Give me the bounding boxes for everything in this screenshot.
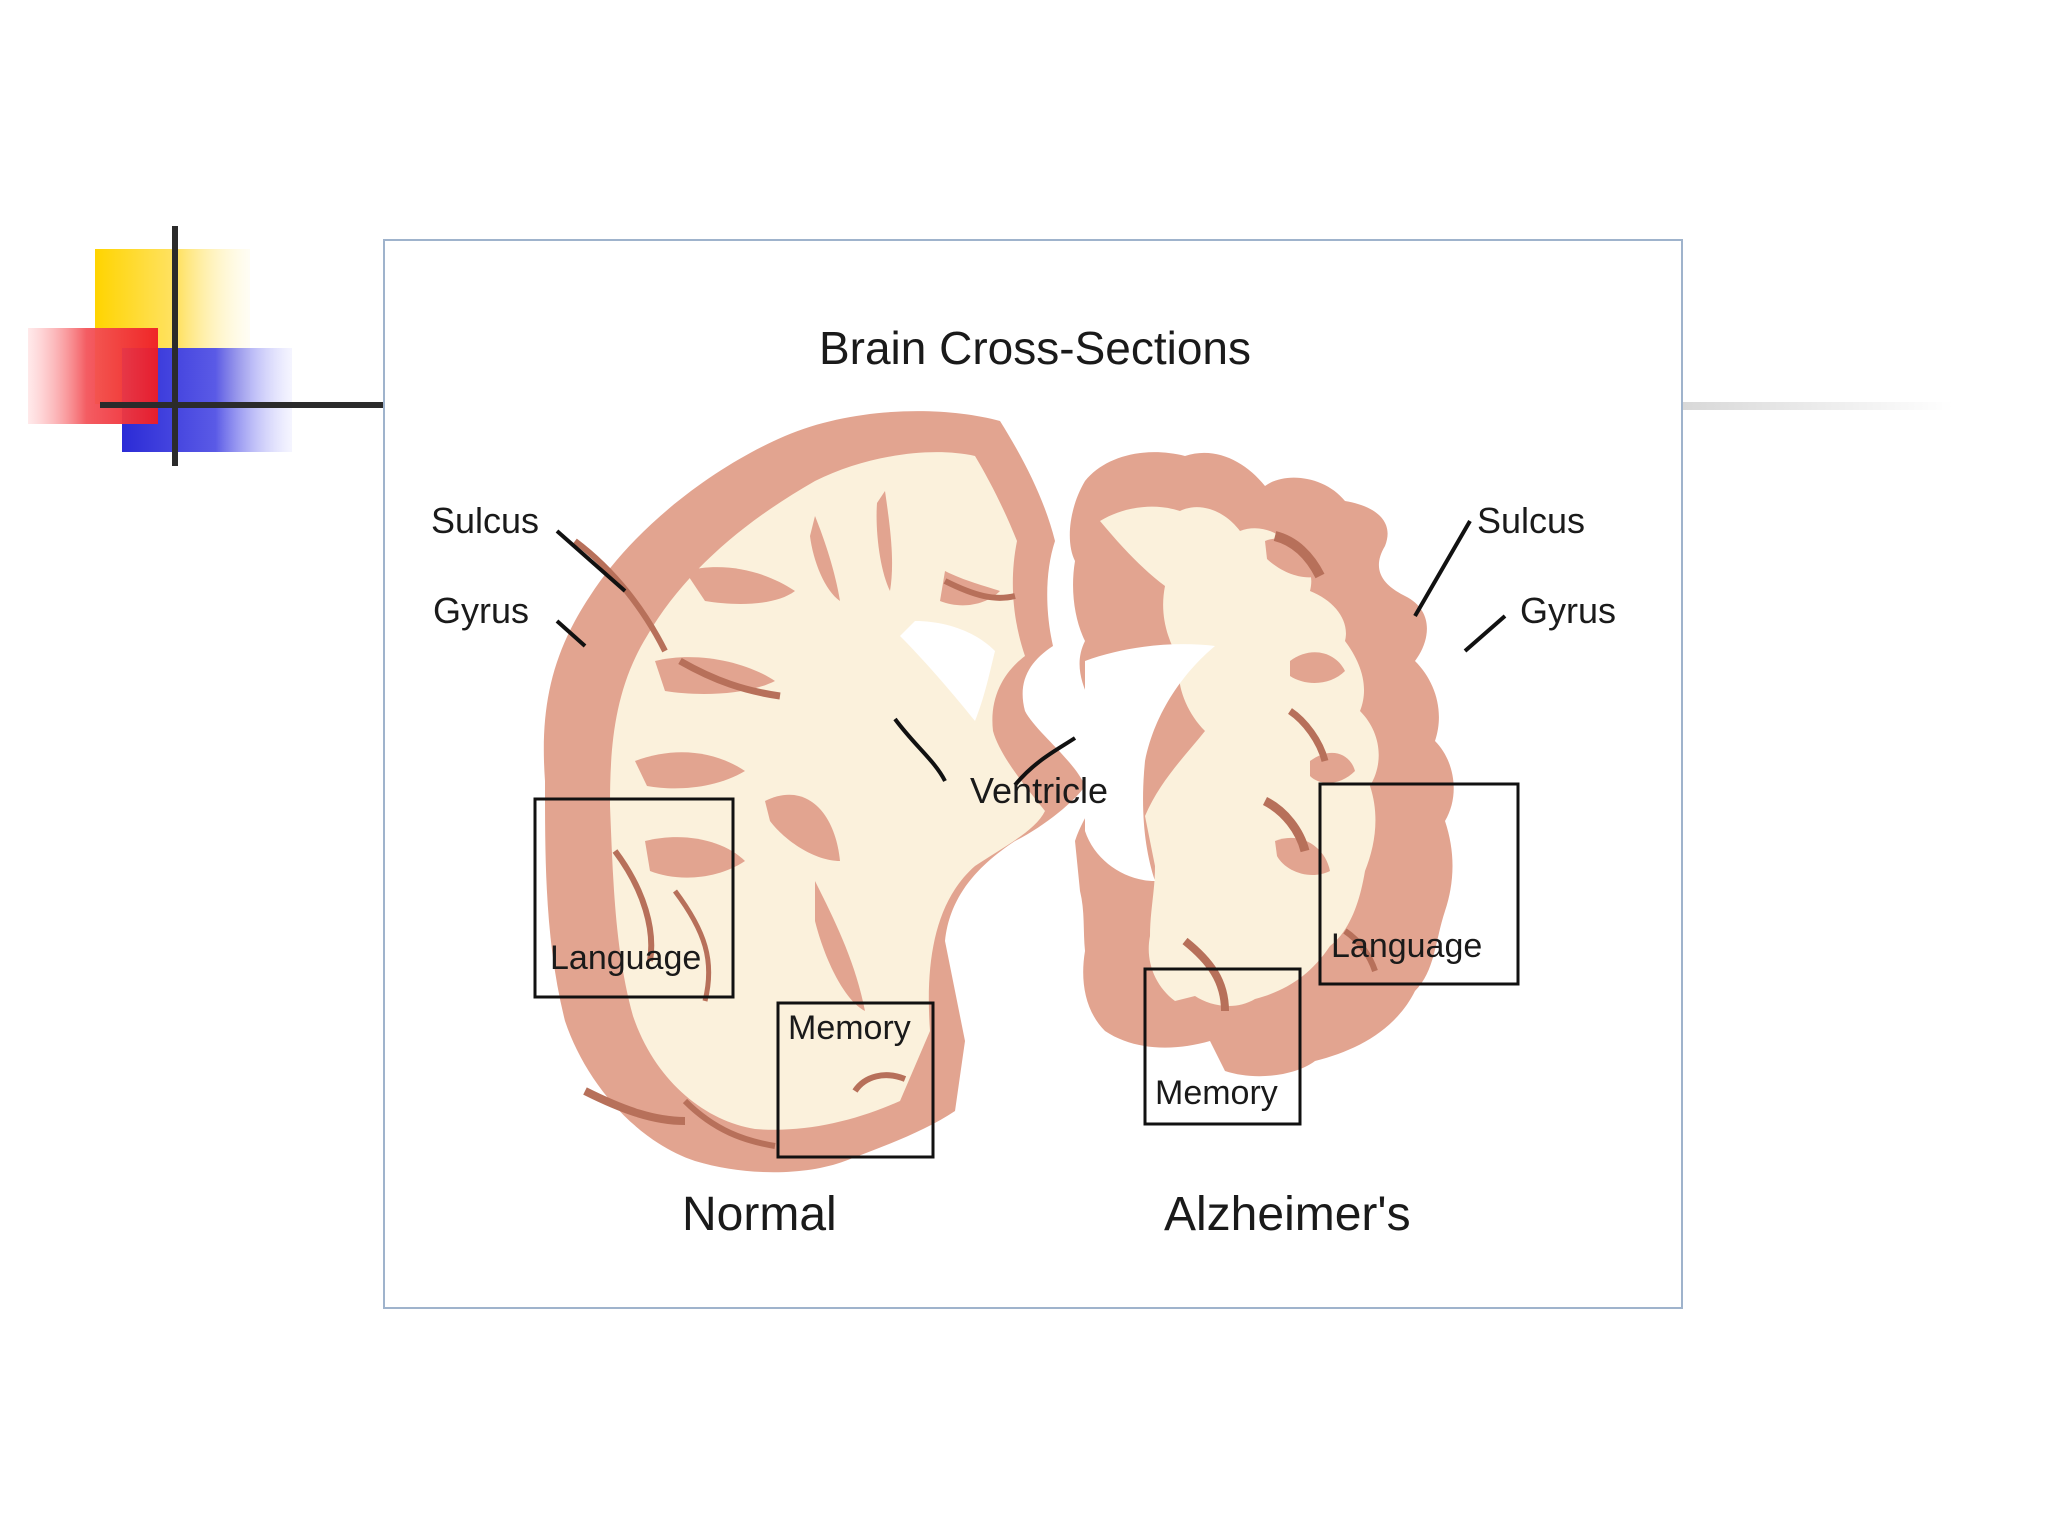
language-label-alzheimers: Language xyxy=(1331,927,1483,965)
sulcus-label-normal: Sulcus xyxy=(431,500,540,541)
normal-hemisphere xyxy=(543,411,1085,1173)
memory-label-normal: Memory xyxy=(788,1009,911,1047)
alzheimers-caption: Alzheimer's xyxy=(1164,1188,1411,1241)
slide-header-rule xyxy=(1683,402,1953,410)
slide-corner-decoration-icon xyxy=(0,0,400,480)
gyrus-label-normal: Gyrus xyxy=(433,590,530,631)
ventricle-label: Ventricle xyxy=(970,770,1109,811)
normal-caption: Normal xyxy=(682,1188,837,1241)
gyrus-label-alzheimers: Gyrus xyxy=(1520,590,1617,631)
region-boxes xyxy=(533,782,1520,1159)
language-label-normal: Language xyxy=(550,939,702,977)
leader-lines xyxy=(555,519,1507,787)
brain-illustration xyxy=(533,411,1520,1173)
sulcus-label-alzheimers: Sulcus xyxy=(1477,500,1586,541)
alzheimers-hemisphere xyxy=(1069,452,1454,1077)
figure-title: Brain Cross-Sections xyxy=(818,322,1252,374)
memory-label-alzheimers: Memory xyxy=(1155,1074,1278,1112)
brain-figure: Brain Cross-Sections Sulcus Gyrus Sulcus… xyxy=(383,239,1683,1309)
